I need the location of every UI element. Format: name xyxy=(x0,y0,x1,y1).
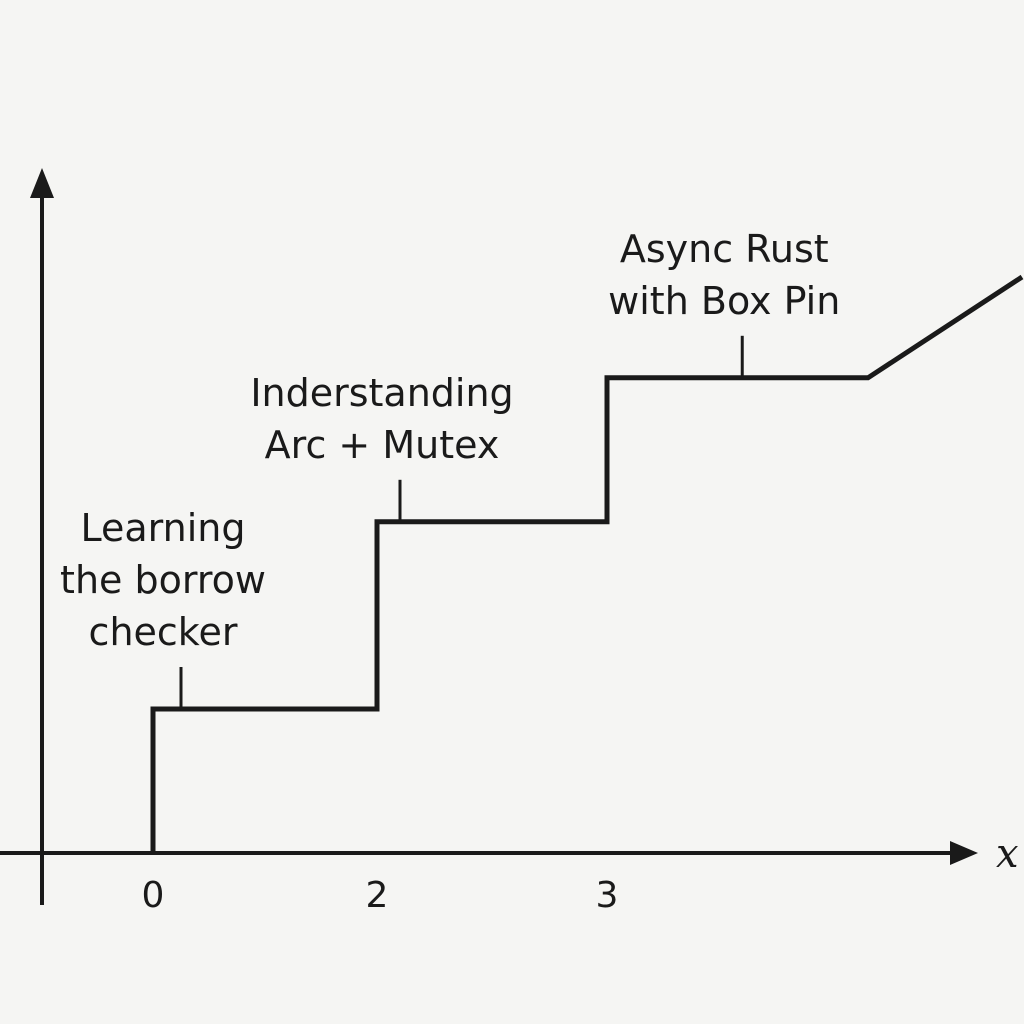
x-tick-label: 2 xyxy=(366,875,389,916)
annotation-label: Async Rust with Box Pin xyxy=(608,227,840,323)
x-tick-label: 3 xyxy=(596,875,619,916)
annotation-label: Learning the borrow checker xyxy=(60,506,266,654)
annotation-line: the borrow xyxy=(60,558,266,602)
x-ticks: 0 2 3 xyxy=(142,875,619,916)
series-layer xyxy=(150,274,1024,853)
series-line xyxy=(150,274,1024,853)
annotation-line: Inderstanding xyxy=(250,371,513,415)
x-tick-label: 0 xyxy=(142,875,165,916)
axes: x xyxy=(0,168,1019,905)
annotation-line: with Box Pin xyxy=(608,279,840,323)
annotation-line: Async Rust xyxy=(620,227,829,271)
x-axis-arrowhead xyxy=(950,841,978,865)
annotation-line: Arc + Mutex xyxy=(265,423,500,467)
annotation-line: checker xyxy=(89,610,238,654)
x-axis-label: x xyxy=(996,831,1019,877)
y-axis-arrowhead xyxy=(30,168,54,198)
annotation-line: Learning xyxy=(81,506,246,550)
